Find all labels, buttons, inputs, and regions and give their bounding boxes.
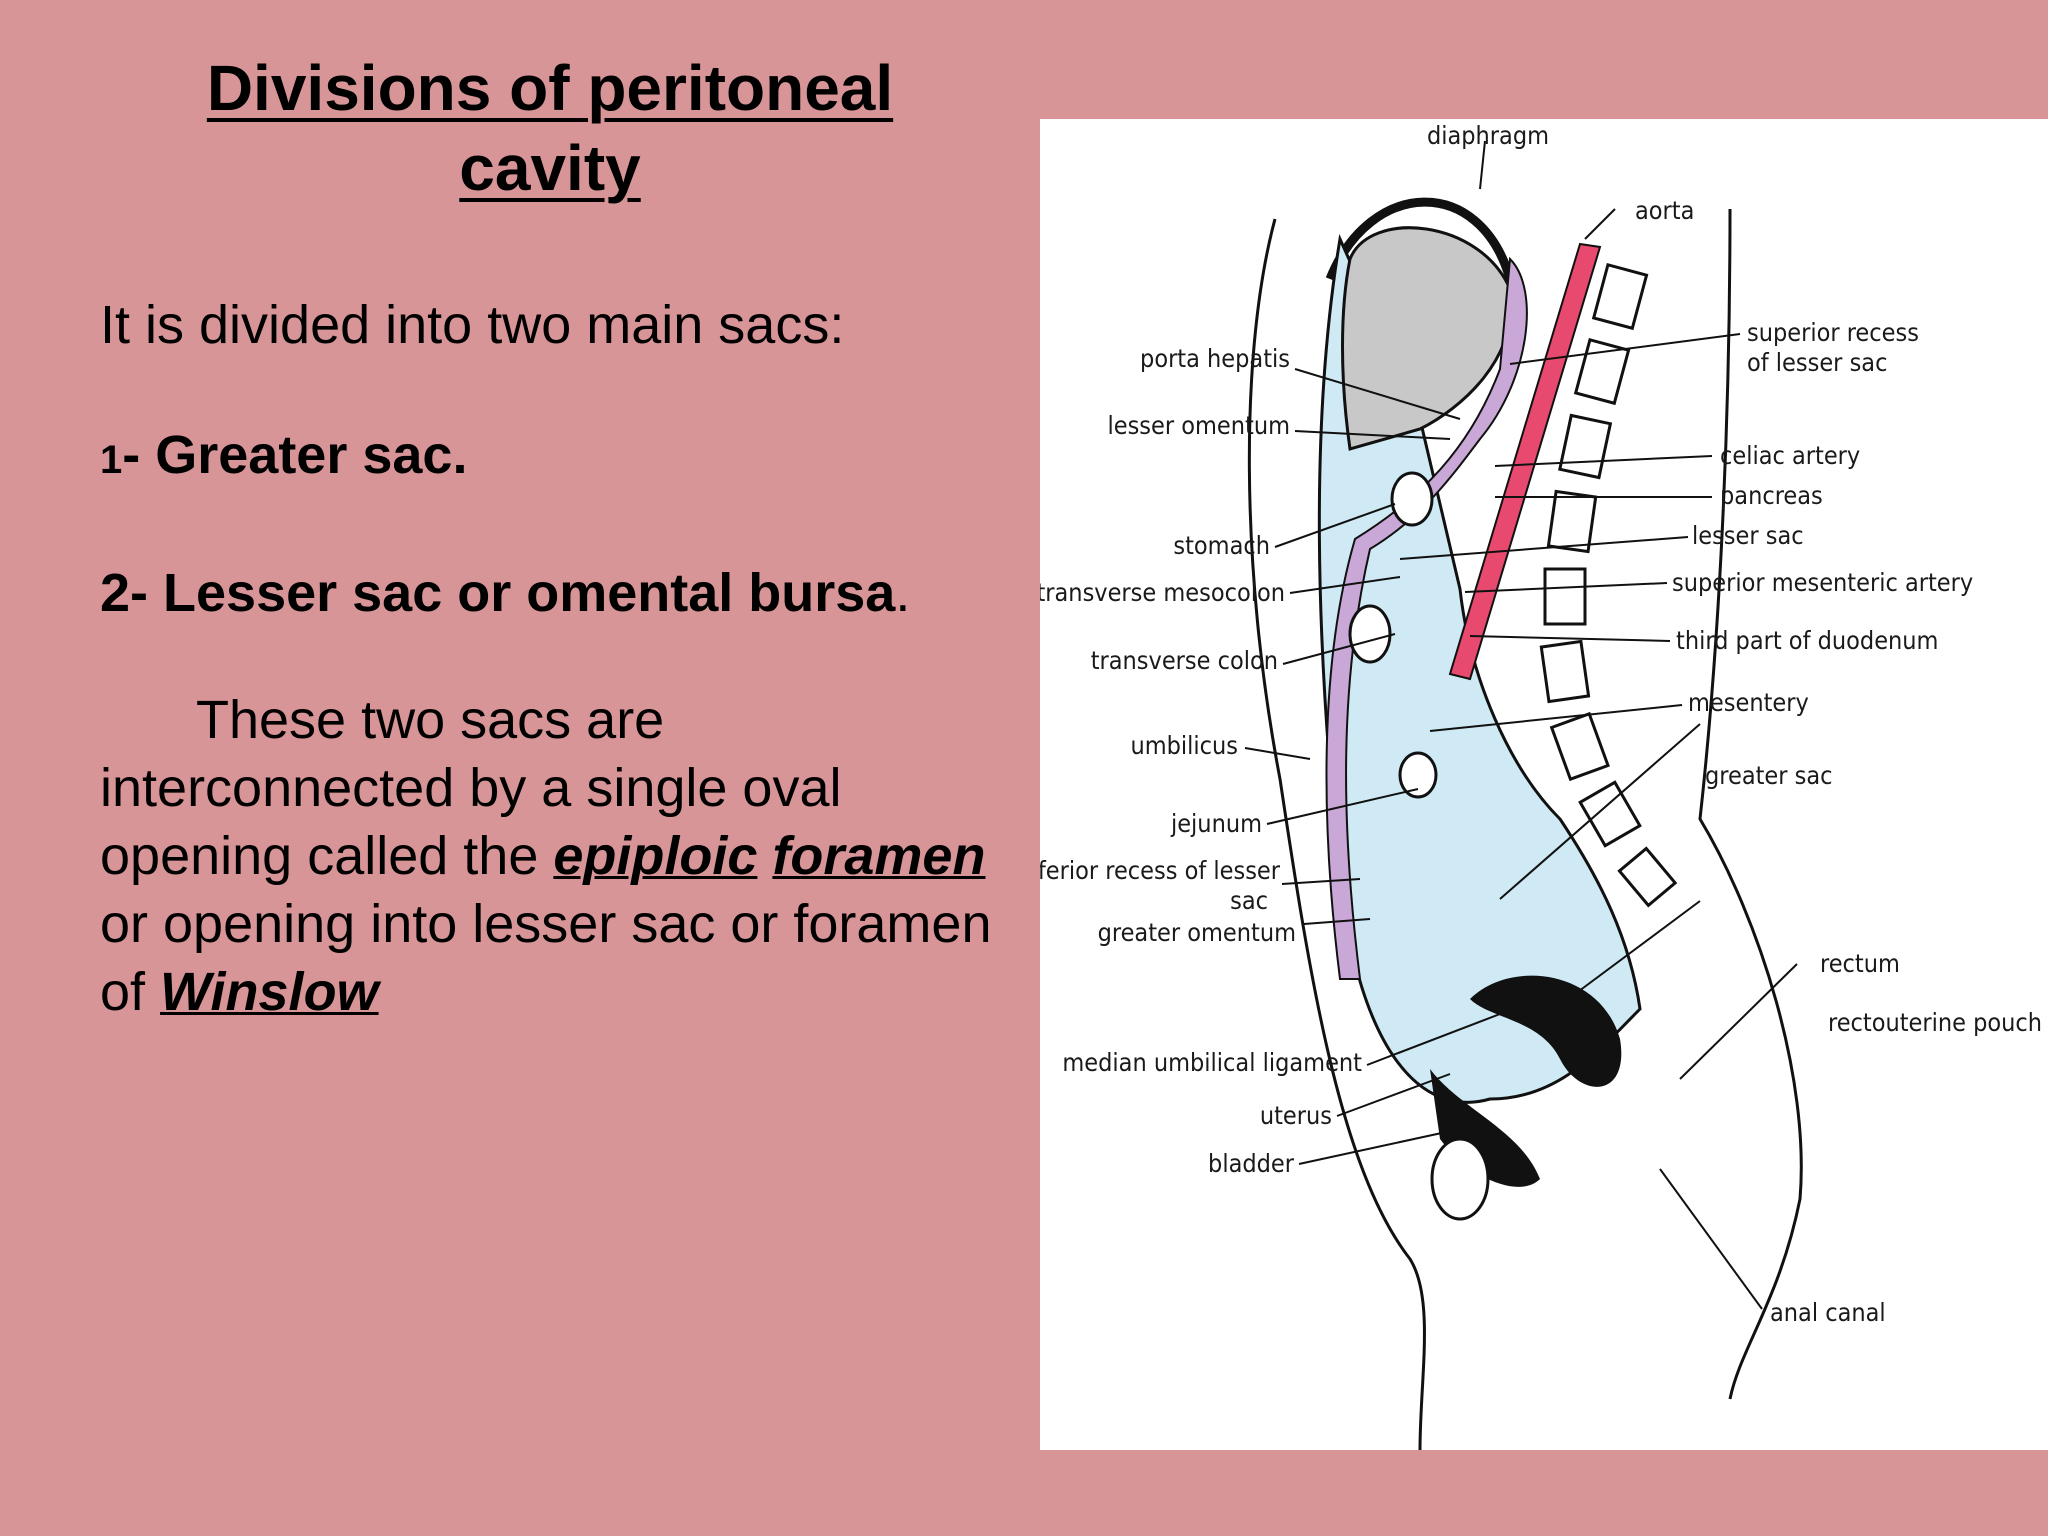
item2-text: 2- Lesser sac or omental bursa [100, 563, 896, 623]
label-third-part-duodenum: third part of duodenum [1676, 626, 1938, 655]
aorta-vessel [1448, 242, 1602, 681]
label-greater-sac: greater sac [1705, 761, 1833, 790]
label-porta-hepatis: porta hepatis [1140, 344, 1290, 373]
diaphragm-curve [1325, 197, 1515, 281]
label-superior-mesenteric-artery: superior mesenteric artery [1672, 568, 1973, 597]
greater-sac-region [1317, 233, 1642, 1104]
label-superior-recess-1: superior recess [1747, 318, 1919, 347]
label-lesser-sac: lesser sac [1692, 521, 1804, 550]
term-epiploic: epiploic [553, 826, 758, 886]
label-superior-recess-2: of lesser sac [1747, 348, 1887, 377]
label-inferior-recess-1: inferior recess of lesser [1040, 856, 1281, 885]
pubic-bone [1430, 1137, 1490, 1221]
label-transverse-mesocolon: transverse mesocolon [1040, 578, 1285, 607]
label-diaphragm: diaphragm [1427, 121, 1549, 150]
term-winslow: Winslow [160, 962, 379, 1022]
list-item-lesser-sac: 2- Lesser sac or omental bursa. [100, 558, 910, 628]
label-lesser-omentum: lesser omentum [1107, 411, 1290, 440]
label-jejunum: jejunum [1170, 809, 1262, 838]
label-uterus: uterus [1260, 1101, 1332, 1130]
peritoneum-diagram: diaphragm aorta superior recess of lesse… [1040, 121, 2042, 1450]
body-wall-posterior [1698, 208, 1803, 1400]
label-bladder: bladder [1208, 1149, 1295, 1178]
label-pancreas: pancreas [1720, 481, 1823, 510]
label-celiac-artery: celiac artery [1720, 441, 1860, 470]
label-aorta: aorta [1635, 196, 1694, 225]
liver [1341, 226, 1513, 451]
term-foramen: foramen [772, 826, 986, 886]
label-stomach: stomach [1173, 531, 1270, 560]
jejunum-organ [1398, 751, 1438, 799]
intro-text: It is divided into two main sacs: [100, 295, 845, 355]
body-wall-anterior [1247, 218, 1426, 1450]
label-rectum: rectum [1820, 949, 1900, 978]
label-mesentery: mesentery [1688, 688, 1809, 717]
vertebral-column [1539, 262, 1678, 908]
leader-lines [1244, 140, 1798, 1310]
title-line-2: cavity [459, 132, 641, 204]
uterus-organ [1470, 975, 1622, 1087]
label-median-umbilical-ligament: median umbilical ligament [1062, 1048, 1362, 1077]
label-inferior-recess-2: sac [1230, 886, 1268, 915]
label-greater-omentum: greater omentum [1098, 918, 1296, 947]
para-part-1: These two sacs are interconnected by a s… [100, 690, 842, 886]
label-rectouterine-pouch: rectouterine pouch [1828, 1008, 2042, 1037]
sagittal-section-figure: diaphragm aorta superior recess of lesse… [1040, 119, 2048, 1450]
para-part-2: or opening into lesser sac or foramen of [100, 894, 992, 1022]
title-line-1: Divisions of peritoneal [206, 52, 894, 124]
item2-period: . [895, 563, 911, 623]
stomach-organ [1390, 471, 1434, 527]
slide-title: Divisions of peritoneal cavity [100, 48, 1000, 208]
transverse-colon-organ [1348, 604, 1392, 664]
label-anal-canal: anal canal [1770, 1298, 1886, 1327]
item1-text: - Greater sac. [122, 425, 468, 485]
item1-number: 1 [100, 438, 123, 482]
label-umbilicus: umbilicus [1130, 731, 1238, 760]
label-transverse-colon: transverse colon [1091, 646, 1278, 675]
list-item-greater-sac: 1- Greater sac. [100, 420, 467, 495]
foramen-paragraph: These two sacs are interconnected by a s… [100, 686, 1020, 1026]
